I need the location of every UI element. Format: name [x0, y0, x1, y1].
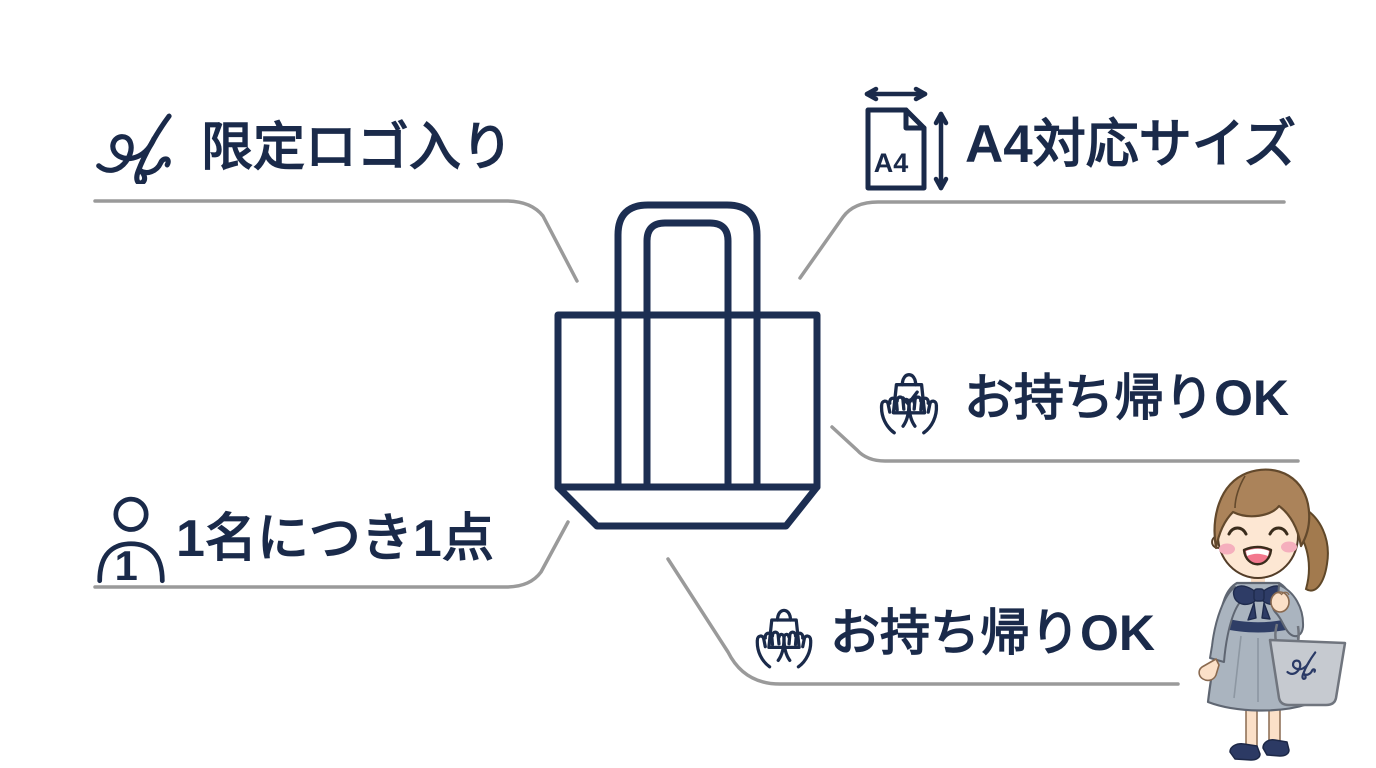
hair-part-line — [1234, 475, 1246, 509]
woman-left-hand — [1198, 658, 1220, 682]
tote-bag-inner-handle — [643, 219, 732, 491]
feature-label: 限定ロゴ入り — [201, 119, 514, 177]
width-arrow-icon — [864, 86, 928, 102]
feature-label: お持ち帰りOK — [964, 370, 1289, 426]
feature-takeaway-ok-bottom: お持ち帰りOK — [748, 594, 1155, 672]
woman-legs — [1245, 699, 1281, 753]
woman-tote-bag — [1268, 638, 1347, 707]
feature-one-per-person: 1 1名につき1点 — [94, 494, 494, 584]
woman-fist — [1270, 591, 1290, 613]
callout-line-bottom-center — [666, 557, 1180, 686]
feature-label: お持ち帰りOK — [830, 605, 1155, 661]
woman-mouth — [1242, 545, 1273, 566]
feature-label: 1名につき1点 — [176, 510, 494, 568]
feature-label: A4対応サイズ — [965, 114, 1297, 174]
callout-line-top-right — [798, 200, 1286, 280]
tote-bag-outer-handle — [614, 201, 761, 491]
woman-eyes — [1227, 526, 1289, 536]
woman-cheeks — [1219, 541, 1297, 555]
callout-line-top-left — [93, 199, 579, 283]
callout-line-bottom-left — [93, 520, 570, 589]
feature-limited-logo: 限定ロゴ入り — [95, 104, 513, 192]
tote-bag-outline — [554, 201, 821, 530]
feature-takeaway-ok-right: お持ち帰りOK — [872, 358, 1289, 438]
hands-holding-bag-icon — [755, 608, 813, 669]
feature-a4-size: A4 A4対応サイズ — [853, 86, 1296, 194]
fist-knuckles — [1273, 591, 1290, 596]
script-a-monogram-icon — [96, 113, 172, 184]
woman-bag-monogram — [1286, 651, 1317, 680]
callout-line-middle-right — [830, 425, 1300, 463]
person-one-icon: 1 — [97, 496, 165, 584]
height-arrow-icon — [933, 111, 949, 191]
hands-holding-bag-check-icon — [879, 373, 939, 435]
woman-shoes — [1229, 739, 1290, 761]
person-count-label: 1 — [115, 542, 138, 584]
a4-paper-size-icon: A4 — [864, 86, 949, 191]
woman-illustration — [1198, 468, 1347, 761]
tote-bag-body — [554, 311, 821, 530]
a4-paper-label: A4 — [874, 148, 909, 178]
